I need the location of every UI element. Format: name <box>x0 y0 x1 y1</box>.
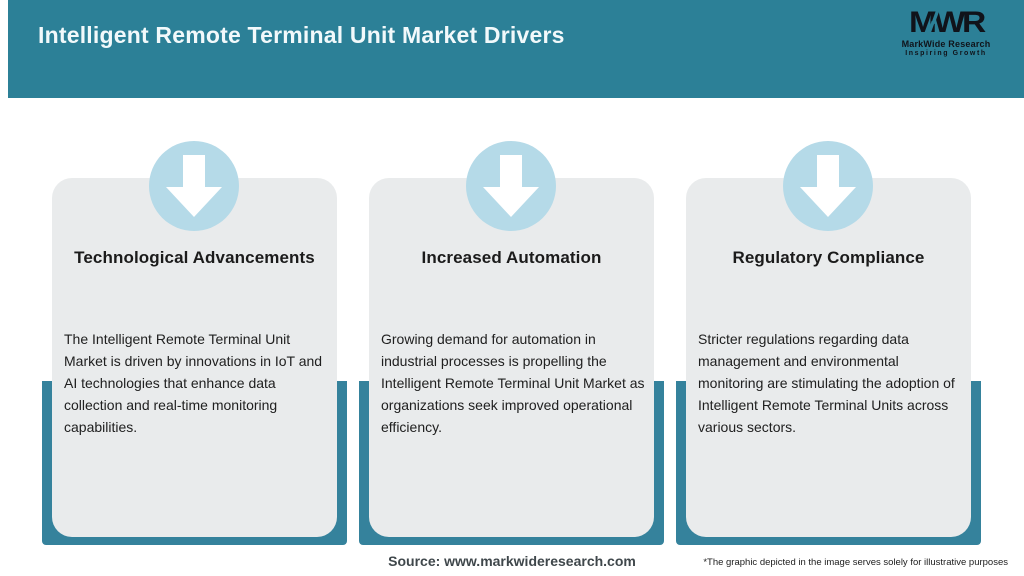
card-title: Technological Advancements <box>74 248 315 267</box>
card-body-text: The Intelligent Remote Terminal Unit Mar… <box>64 331 323 435</box>
down-arrow-icon <box>149 141 239 231</box>
driver-column-increased-automation: Increased Automation Growing demand for … <box>359 141 664 545</box>
source-text: Source: www.markwideresearch.com <box>388 553 636 569</box>
logo-tagline: Inspiring Growth <box>905 50 987 57</box>
header-bar: Intelligent Remote Terminal Unit Market … <box>8 0 1024 98</box>
down-arrow-icon <box>466 141 556 231</box>
driver-card: Increased Automation Growing demand for … <box>369 178 654 537</box>
driver-column-regulatory-compliance: Regulatory Compliance Stricter regulatio… <box>676 141 981 545</box>
logo-acronym: MWR <box>909 6 986 39</box>
card-title: Regulatory Compliance <box>732 248 925 267</box>
brand-logo: MWR MarkWide Research Inspiring Growth <box>886 6 1006 58</box>
card-title: Increased Automation <box>421 248 602 267</box>
card-body-text: Stricter regulations regarding data mana… <box>698 331 955 435</box>
driver-column-technological-advancements: Technological Advancements The Intellige… <box>42 141 347 545</box>
logo-company-name: MarkWide Research <box>901 39 991 49</box>
down-arrow-icon <box>783 141 873 231</box>
mwr-logo-mark: MWR <box>907 6 986 39</box>
driver-card: Regulatory Compliance Stricter regulatio… <box>686 178 971 537</box>
card-body-text: Growing demand for automation in industr… <box>381 331 645 435</box>
page-title: Intelligent Remote Terminal Unit Market … <box>38 22 565 48</box>
disclaimer-text: *The graphic depicted in the image serve… <box>703 557 1008 568</box>
driver-card: Technological Advancements The Intellige… <box>52 178 337 537</box>
